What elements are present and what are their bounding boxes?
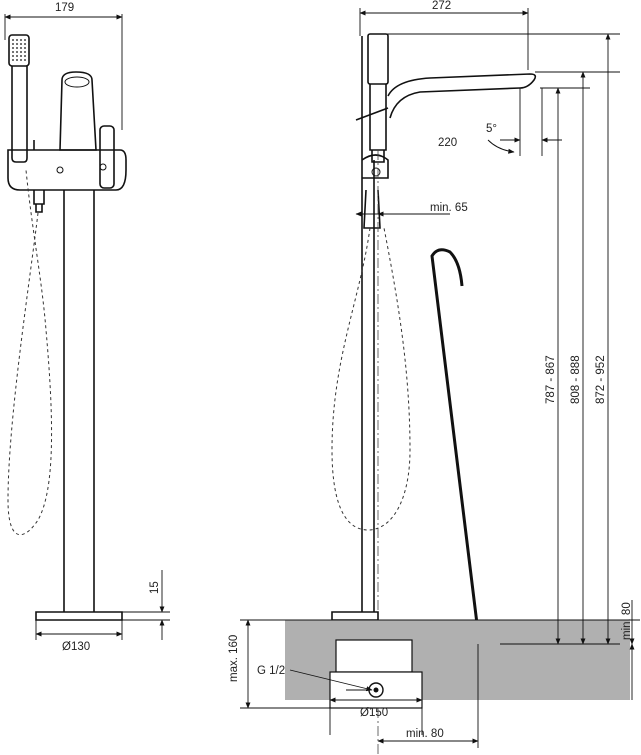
dim-total-width: 272 [432, 0, 451, 12]
left-view: 179 [4, 2, 170, 653]
spout-right [355, 73, 537, 121]
dim-angle: 5° [486, 123, 497, 135]
right-view: 272 [228, 0, 640, 755]
dim-floor-max: max. 160 [228, 635, 240, 682]
dim-min-hose: min. 65 [430, 202, 468, 214]
dim-side-width: 179 [55, 2, 74, 14]
floor-section [240, 619, 640, 709]
base-left: Ø130 15 [35, 570, 170, 653]
hand-shower-right [367, 33, 389, 163]
dim-height-3: 872 - 952 [595, 355, 607, 404]
dim-min-offset: min. 80 [406, 728, 444, 740]
dim-base-diameter: Ø130 [62, 641, 90, 653]
mixer-body-left [7, 71, 127, 213]
dim-floor-min: min. 80 [621, 602, 633, 640]
base-right [331, 611, 379, 621]
bath-rim [430, 248, 500, 646]
dim-base-height: 15 [149, 581, 161, 594]
dim-thread: G 1/2 [257, 665, 285, 677]
dim-spout-reach: 220 [438, 137, 457, 149]
dim-flange-diameter: Ø150 [360, 707, 388, 719]
hose-right [331, 227, 411, 531]
hand-shower-left [8, 34, 30, 163]
dim-height-2: 808 - 888 [570, 355, 582, 404]
dim-height-1: 787 - 867 [545, 355, 557, 404]
hose-left [7, 169, 53, 536]
column-left [63, 190, 95, 612]
column-right [361, 36, 389, 612]
